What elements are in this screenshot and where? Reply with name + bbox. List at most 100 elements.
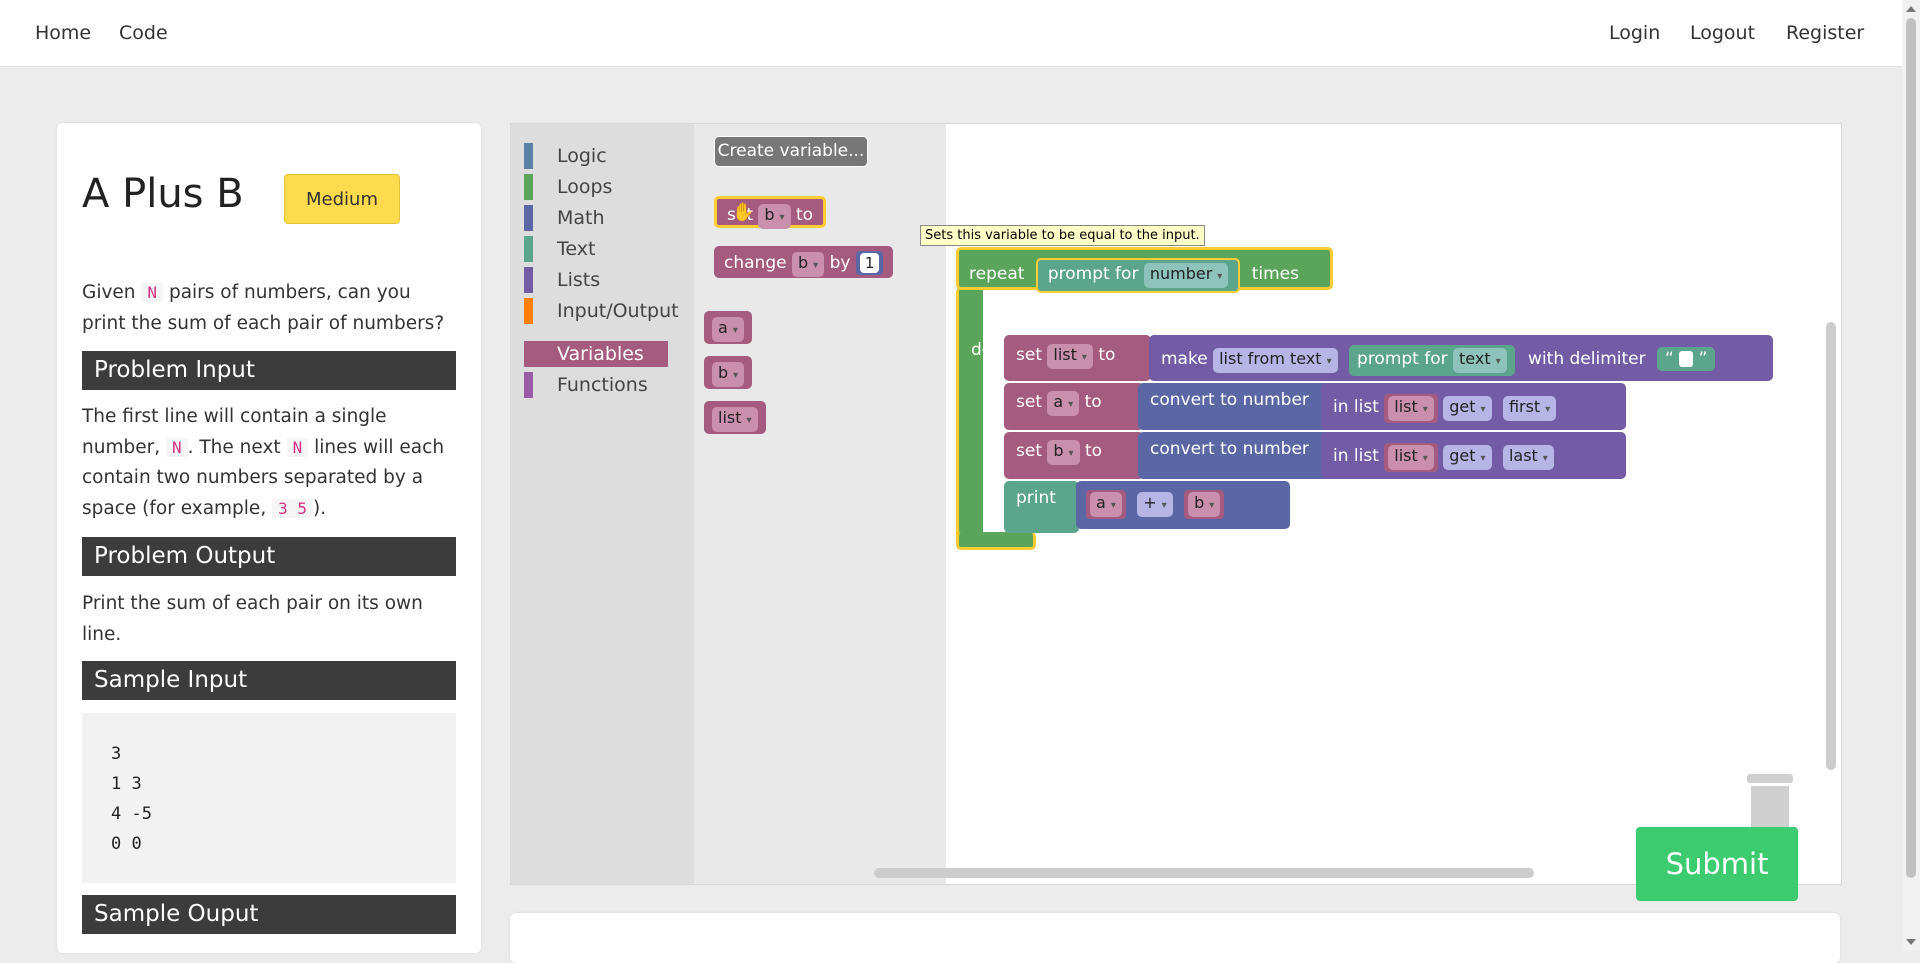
number-value[interactable]: 1 xyxy=(859,253,880,273)
trash-can xyxy=(1751,786,1789,832)
variable-dropdown[interactable]: b▾ xyxy=(791,252,825,277)
workspace-vertical-scrollbar[interactable] xyxy=(1826,322,1836,770)
operator-dropdown[interactable]: +▾ xyxy=(1137,492,1173,517)
variable-dropdown[interactable]: list▾ xyxy=(1388,396,1434,421)
variable-dropdown[interactable]: b▾ xyxy=(1188,492,1221,517)
dropdown-arrow-icon: ▾ xyxy=(813,260,819,271)
block-label: change xyxy=(724,253,787,273)
block-label: set xyxy=(727,205,753,225)
nav-logout-link[interactable]: Logout xyxy=(1690,22,1756,44)
in-list-get-last-block[interactable]: in list list▾ get▾ last▾ xyxy=(1321,432,1626,479)
category-label: Text xyxy=(557,238,596,260)
print-block[interactable]: print xyxy=(1004,481,1079,533)
category-label: Logic xyxy=(557,145,607,167)
variable-dropdown[interactable]: a▾ xyxy=(1090,492,1122,517)
prompt-type-dropdown[interactable]: number ▾ xyxy=(1143,263,1229,288)
toolbox: Logic Loops Math Text Lists Input/Output… xyxy=(511,124,694,884)
change-variable-block[interactable]: change b▾ by 1 xyxy=(714,246,894,278)
prompt-type-dropdown[interactable]: text▾ xyxy=(1453,348,1507,373)
text-field[interactable] xyxy=(1679,351,1694,367)
category-color-bar xyxy=(524,143,533,169)
set-list-block[interactable]: set list▾ to xyxy=(1004,335,1151,381)
make-list-dropdown[interactable]: list from text▾ xyxy=(1213,348,1338,373)
prompt-number-block[interactable]: prompt for number▾ xyxy=(1035,258,1241,293)
convert-number-block-a[interactable]: convert to number xyxy=(1138,383,1334,430)
input-code: 3 5 xyxy=(272,498,313,518)
create-variable-button[interactable]: Create variable... xyxy=(714,136,868,167)
list-position-dropdown[interactable]: first▾ xyxy=(1502,396,1557,421)
variable-dropdown[interactable]: a▾ xyxy=(712,317,744,342)
dropdown-value: number xyxy=(1149,264,1213,283)
list-position-dropdown[interactable]: last▾ xyxy=(1502,445,1554,470)
page-scrollbar-thumb[interactable] xyxy=(1906,18,1916,878)
block-label: convert to number xyxy=(1150,439,1309,459)
output-panel xyxy=(510,913,1840,963)
variable-dropdown[interactable]: b▾ xyxy=(712,362,745,387)
text-literal-block[interactable]: “ ” xyxy=(1657,347,1716,371)
set-b-block[interactable]: set b▾ to xyxy=(1004,432,1144,479)
variable-getter-b[interactable]: b▾ xyxy=(704,356,753,389)
variable-dropdown[interactable]: list▾ xyxy=(1388,445,1434,470)
dropdown-arrow-icon: ▾ xyxy=(1422,404,1428,415)
toolbox-category-variables[interactable]: Variables xyxy=(524,341,668,367)
input-text: lines will each contain two numbers sepa… xyxy=(82,436,445,519)
scroll-up-arrow-icon[interactable] xyxy=(1906,6,1916,12)
prompt-text-block[interactable]: prompt for text▾ xyxy=(1349,345,1515,376)
variable-dropdown[interactable]: list▾ xyxy=(1047,344,1093,369)
problem-panel: A Plus B Medium Given N pairs of numbers… xyxy=(57,123,481,953)
list-op-dropdown[interactable]: get▾ xyxy=(1443,396,1492,421)
in-list-get-first-block[interactable]: in list list▾ get▾ first▾ xyxy=(1321,383,1626,430)
dropdown-arrow-icon: ▾ xyxy=(1110,500,1116,511)
submit-button[interactable]: Submit xyxy=(1636,827,1798,901)
dropdown-value: list xyxy=(1053,345,1077,364)
convert-number-block-b[interactable]: convert to number xyxy=(1138,432,1334,479)
category-color-bar xyxy=(524,267,533,293)
category-label: Lists xyxy=(557,269,601,291)
toolbox-category-functions[interactable]: Functions xyxy=(524,372,668,398)
list-getter-block[interactable]: list▾ xyxy=(1384,394,1438,423)
variable-getter-list[interactable]: list▾ xyxy=(704,401,766,434)
nav-home-link[interactable]: Home xyxy=(35,22,92,44)
repeat-block-body xyxy=(956,287,983,547)
list-getter-block[interactable]: list▾ xyxy=(1384,443,1438,472)
trash-icon[interactable] xyxy=(1747,774,1793,832)
list-op-dropdown[interactable]: get▾ xyxy=(1443,445,1492,470)
nav-login-link[interactable]: Login xyxy=(1609,22,1661,44)
variable-dropdown[interactable]: b▾ xyxy=(758,204,791,229)
var-a-getter[interactable]: a▾ xyxy=(1086,490,1126,519)
toolbox-category-logic[interactable]: Logic xyxy=(524,143,668,169)
quote-close: ” xyxy=(1698,349,1708,369)
category-color-bar xyxy=(524,205,533,231)
workspace-horizontal-scrollbar[interactable] xyxy=(874,868,1534,878)
arithmetic-block[interactable]: a▾ +▾ b▾ xyxy=(1076,481,1290,529)
blockly-editor[interactable]: Logic Loops Math Text Lists Input/Output… xyxy=(510,123,1842,901)
repeat-block-footer xyxy=(956,532,1036,550)
dropdown-arrow-icon: ▾ xyxy=(1209,500,1215,511)
variable-dropdown[interactable]: b▾ xyxy=(1047,440,1080,465)
toolbox-category-loops[interactable]: Loops xyxy=(524,174,668,200)
hand-cursor-icon: ✋ xyxy=(732,202,755,223)
var-b-getter[interactable]: b▾ xyxy=(1184,490,1225,519)
variable-getter-a[interactable]: a▾ xyxy=(704,311,752,344)
make-list-block[interactable]: make list from text▾ prompt for text▾ wi… xyxy=(1149,335,1773,381)
number-input-block[interactable]: 1 xyxy=(855,251,884,275)
dropdown-arrow-icon: ▾ xyxy=(1326,356,1332,367)
dropdown-arrow-icon: ▾ xyxy=(1217,271,1223,282)
scroll-down-arrow-icon[interactable] xyxy=(1906,939,1916,945)
page-scrollbar[interactable] xyxy=(1902,0,1920,951)
variable-dropdown[interactable]: a▾ xyxy=(1047,391,1080,416)
toolbox-category-math[interactable]: Math xyxy=(524,205,668,231)
nav-register-link[interactable]: Register xyxy=(1786,22,1865,44)
toolbox-category-text[interactable]: Text xyxy=(524,236,668,262)
toolbox-category-input-output[interactable]: Input/Output xyxy=(524,298,679,324)
input-text: The first line will contain a single num… xyxy=(82,406,387,458)
toolbox-category-lists[interactable]: Lists xyxy=(524,267,668,293)
nav-code-link[interactable]: Code xyxy=(119,22,168,44)
block-tooltip: Sets this variable to be equal to the in… xyxy=(920,225,1205,246)
set-variable-block[interactable]: set b▾ to xyxy=(714,196,827,229)
set-a-block[interactable]: set a▾ to xyxy=(1004,383,1144,430)
variable-dropdown[interactable]: list▾ xyxy=(712,407,758,432)
dropdown-arrow-icon: ▾ xyxy=(1161,500,1167,511)
repeat-block[interactable]: repeat prompt for number▾ times xyxy=(956,247,1333,293)
input-text: ). xyxy=(313,497,327,519)
